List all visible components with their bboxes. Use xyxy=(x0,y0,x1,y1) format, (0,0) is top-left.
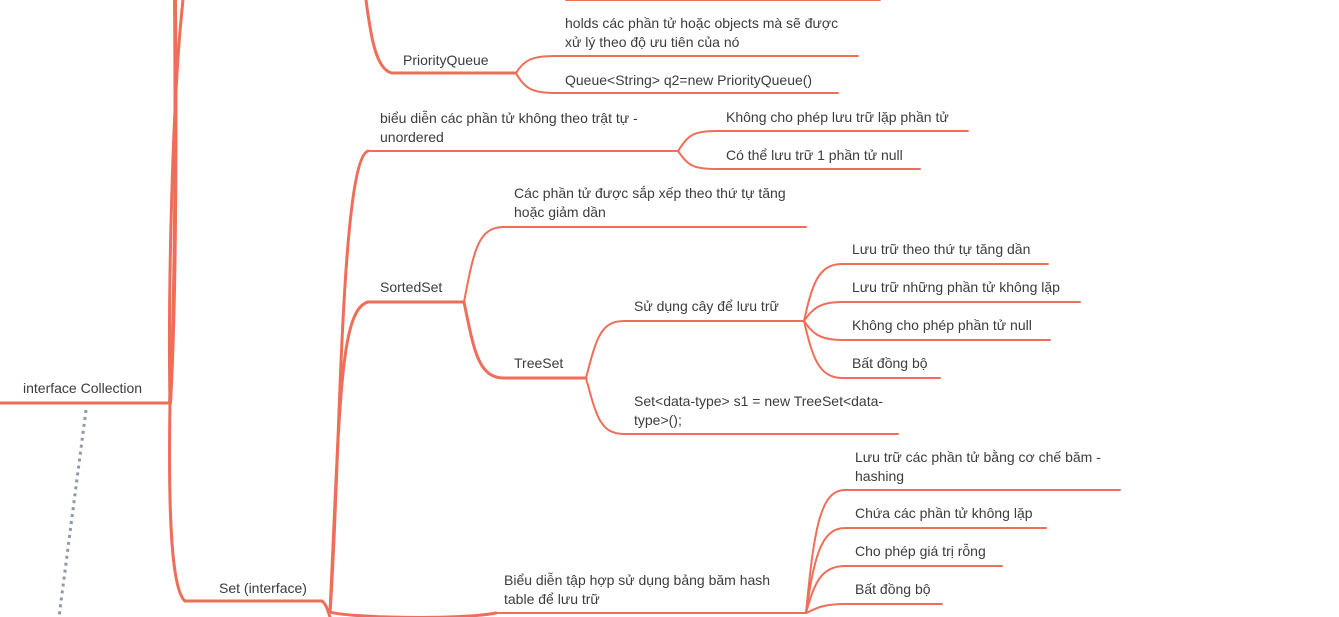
tree-to-child-1 xyxy=(803,263,843,322)
pq-to-desc xyxy=(515,55,556,74)
node-set-desc-child-1[interactable]: Không cho phép lưu trữ lặp phần tử xyxy=(726,109,949,125)
pq-to-example xyxy=(515,72,556,94)
node-tree-set-description[interactable]: Sử dụng cây để lưu trữ xyxy=(634,298,779,314)
node-set-description[interactable]: biểu diễn các phần tử không theo trật tự… xyxy=(380,110,638,145)
desc-to-child-2 xyxy=(677,150,717,170)
node-hash-set-description[interactable]: Biểu diễn tập hợp sử dụng bảng băm hash … xyxy=(504,572,771,607)
node-tree-set-example[interactable]: Set<data-type> s1 = new TreeSet<data-typ… xyxy=(634,393,884,428)
node-hash-child-1[interactable]: Lưu trữ các phần tử bằng cơ chế băm - ha… xyxy=(855,449,1101,484)
node-priority-queue[interactable]: PriorityQueue xyxy=(403,52,489,68)
tree-to-child-2 xyxy=(803,301,843,322)
node-hash-child-2[interactable]: Chứa các phần tử không lặp xyxy=(855,505,1033,521)
treeset-to-tree-desc xyxy=(585,320,625,379)
node-priority-queue-description[interactable]: holds các phần tử hoặc objects mà sẽ đượ… xyxy=(565,15,839,50)
queue-branch xyxy=(364,0,394,75)
tree-to-child-3 xyxy=(803,320,843,341)
trunk-secondary xyxy=(168,0,185,405)
node-set-desc-child-2[interactable]: Có thể lưu trữ 1 phần tử null xyxy=(726,147,903,163)
node-tree-child-4[interactable]: Bất đồng bộ xyxy=(852,355,928,371)
node-priority-queue-example[interactable]: Queue<String> q2=new PriorityQueue() xyxy=(565,72,813,88)
hash-to-child-1 xyxy=(805,489,846,614)
tree-to-child-4 xyxy=(803,320,843,379)
set-to-desc xyxy=(328,149,370,614)
set-to-sorted xyxy=(328,300,370,614)
desc-to-child-1 xyxy=(677,130,717,152)
node-tree-child-3[interactable]: Không cho phép phần tử null xyxy=(852,317,1032,333)
node-tree-set[interactable]: TreeSet xyxy=(514,355,564,371)
treeset-to-example xyxy=(585,377,625,435)
node-set-interface[interactable]: Set (interface) xyxy=(219,580,307,596)
set-extension xyxy=(320,599,332,617)
sorted-to-treeset xyxy=(462,300,506,380)
trunk-set xyxy=(168,401,187,603)
hash-to-child-4 xyxy=(805,603,846,614)
node-sorted-set[interactable]: SortedSet xyxy=(380,279,443,295)
node-hash-child-3[interactable]: Cho phép giá trị rỗng xyxy=(855,543,986,559)
sorted-to-desc xyxy=(463,226,505,303)
hash-to-child-2 xyxy=(805,527,846,614)
set-to-hash xyxy=(328,610,498,617)
trunk-main xyxy=(168,0,178,405)
root-node-interface-collection[interactable]: interface Collection xyxy=(23,380,143,396)
hash-to-child-3 xyxy=(805,565,846,614)
node-hash-child-4[interactable]: Bất đồng bộ xyxy=(855,581,931,597)
node-tree-child-1[interactable]: Lưu trữ theo thứ tự tăng dần xyxy=(852,241,1031,257)
node-tree-child-2[interactable]: Lưu trữ những phần tử không lặp xyxy=(852,279,1060,295)
relationship-dotted-line xyxy=(57,409,88,617)
node-sorted-set-description[interactable]: Các phần tử được sắp xếp theo thứ tự tăn… xyxy=(514,185,786,220)
